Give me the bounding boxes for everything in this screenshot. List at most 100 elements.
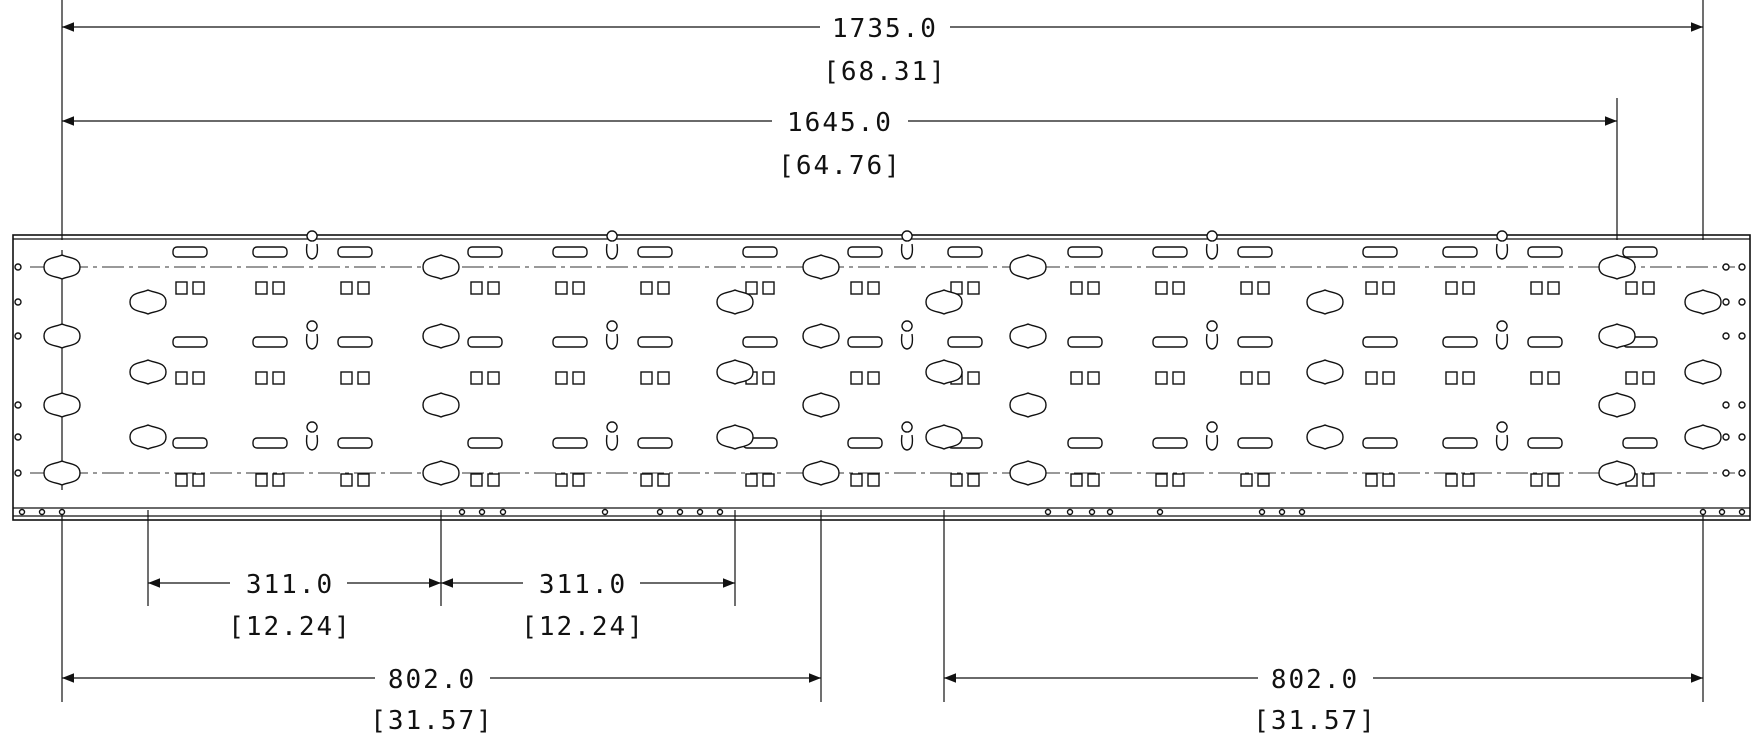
square-hole <box>1155 371 1168 385</box>
screw-hole <box>14 469 22 477</box>
screw-hole <box>1738 433 1746 441</box>
clamp-blob <box>1598 323 1636 349</box>
screw-hole <box>1722 469 1730 477</box>
square-hole <box>1462 281 1475 295</box>
square-hole <box>572 371 585 385</box>
slot-hole <box>1067 246 1103 258</box>
slot-hole <box>552 437 588 449</box>
square-hole <box>1172 473 1185 487</box>
slot-hole <box>742 336 778 348</box>
screw-hole <box>676 508 684 516</box>
keyhole <box>1205 230 1219 260</box>
clamp-blob <box>1009 392 1047 418</box>
slot-hole <box>1527 246 1563 258</box>
square-hole <box>657 281 670 295</box>
screw-hole <box>14 298 22 306</box>
keyhole <box>605 421 619 451</box>
square-hole <box>487 473 500 487</box>
slot-hole <box>467 437 503 449</box>
square-hole <box>555 371 568 385</box>
square-hole <box>850 371 863 385</box>
keyhole <box>1205 320 1219 350</box>
slot-hole <box>637 437 673 449</box>
clamp-blob <box>1306 289 1344 315</box>
square-hole <box>640 281 653 295</box>
square-hole <box>1257 371 1270 385</box>
square-hole <box>1445 371 1458 385</box>
slot-hole <box>1362 437 1398 449</box>
slot-hole <box>1067 336 1103 348</box>
dim-span-inch: [64.76] <box>778 151 902 181</box>
square-hole <box>1547 371 1560 385</box>
screw-hole <box>1738 263 1746 271</box>
square-hole <box>175 281 188 295</box>
dim-spacing-a-inch: [12.24] <box>228 612 352 642</box>
clamp-blob <box>422 392 460 418</box>
screw-hole <box>18 508 26 516</box>
slot-hole <box>742 246 778 258</box>
clamp-blob <box>1598 254 1636 280</box>
clamp-blob <box>1684 359 1722 385</box>
square-hole <box>640 371 653 385</box>
keyhole <box>1495 230 1509 260</box>
square-hole <box>357 281 370 295</box>
screw-hole <box>1699 508 1707 516</box>
clamp-blob <box>1306 424 1344 450</box>
square-hole <box>1530 473 1543 487</box>
square-hole <box>1172 371 1185 385</box>
screw-hole <box>58 508 66 516</box>
screw-hole <box>499 508 507 516</box>
plate-features <box>14 230 1746 516</box>
clamp-blob <box>129 289 167 315</box>
square-hole <box>1070 281 1083 295</box>
clamp-blob <box>422 460 460 486</box>
square-hole <box>470 371 483 385</box>
keyhole <box>305 320 319 350</box>
slot-hole <box>1622 437 1658 449</box>
slot-hole <box>947 336 983 348</box>
screw-hole <box>458 508 466 516</box>
keyhole <box>1495 320 1509 350</box>
square-hole <box>762 371 775 385</box>
square-hole <box>967 281 980 295</box>
clamp-blob <box>716 359 754 385</box>
dimension-mount-span: 1645.0 [64.76] <box>62 108 1617 181</box>
slot-hole <box>637 336 673 348</box>
dim-spacing-b-value: 311.0 <box>539 570 627 600</box>
square-hole <box>1087 281 1100 295</box>
keyhole <box>900 421 914 451</box>
screw-hole <box>1722 401 1730 409</box>
keyhole <box>900 320 914 350</box>
slot-hole <box>1237 437 1273 449</box>
square-hole <box>762 473 775 487</box>
square-hole <box>1155 473 1168 487</box>
square-hole <box>192 281 205 295</box>
screw-hole <box>656 508 664 516</box>
square-hole <box>1547 281 1560 295</box>
square-hole <box>1172 281 1185 295</box>
screw-hole <box>716 508 724 516</box>
square-hole <box>1642 281 1655 295</box>
slot-hole <box>467 246 503 258</box>
square-hole <box>255 473 268 487</box>
square-hole <box>1070 371 1083 385</box>
screw-hole <box>14 332 22 340</box>
screw-hole <box>1738 332 1746 340</box>
square-hole <box>555 473 568 487</box>
square-hole <box>1365 473 1378 487</box>
clamp-blob <box>422 254 460 280</box>
clamp-blob <box>925 289 963 315</box>
slot-hole <box>337 246 373 258</box>
screw-hole <box>1722 298 1730 306</box>
screw-hole <box>1738 508 1746 516</box>
square-hole <box>1240 281 1253 295</box>
square-hole <box>1382 281 1395 295</box>
square-hole <box>762 281 775 295</box>
square-hole <box>572 281 585 295</box>
keyhole <box>605 230 619 260</box>
clamp-blob <box>43 254 81 280</box>
square-hole <box>1642 473 1655 487</box>
square-hole <box>640 473 653 487</box>
slot-hole <box>1442 336 1478 348</box>
